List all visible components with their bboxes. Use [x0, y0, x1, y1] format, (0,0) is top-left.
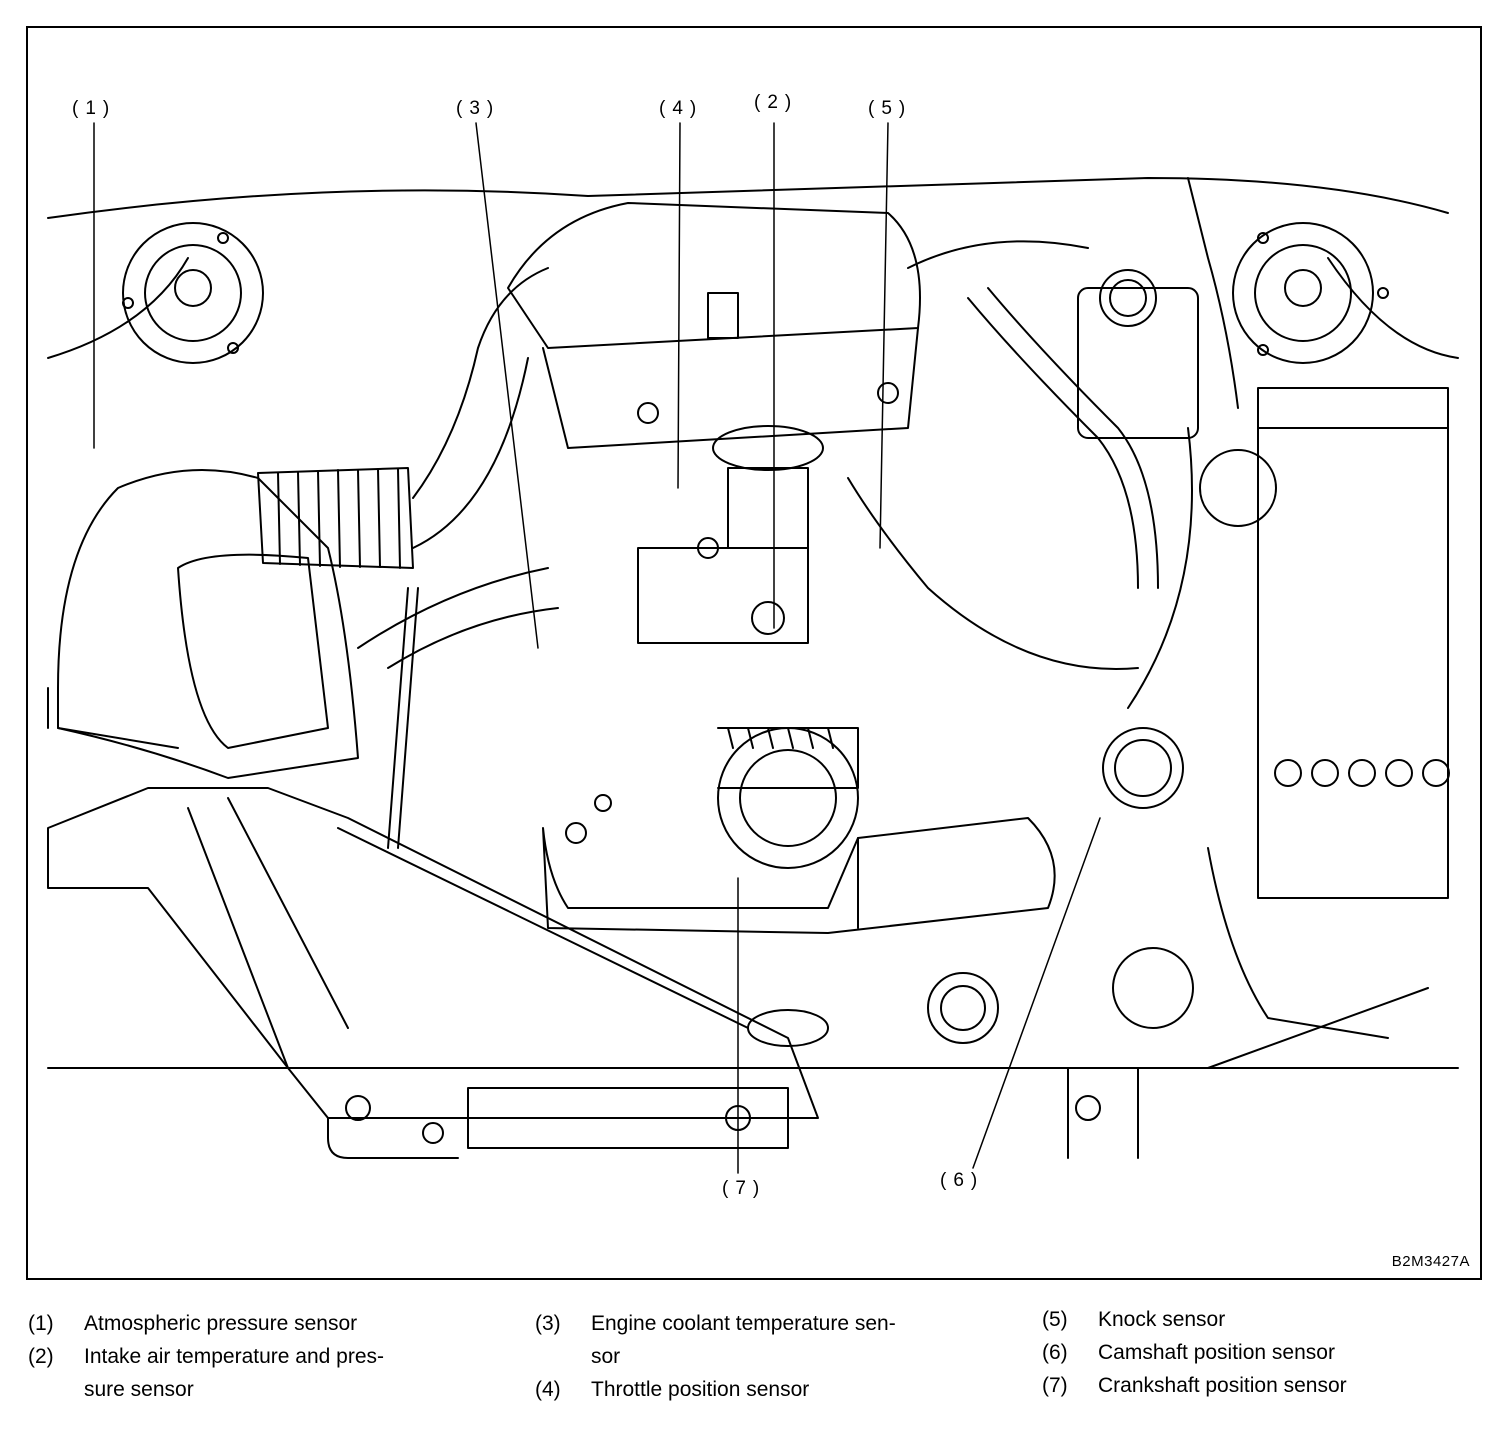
legend-label: Throttle position sensor [591, 1378, 810, 1401]
alternator [717, 727, 859, 869]
callout-6: (6) [940, 1170, 985, 1191]
legend-number: (2) [28, 1345, 54, 1368]
battery [1257, 387, 1450, 899]
legend-number: (7) [1042, 1374, 1068, 1397]
callout-leaders [93, 122, 1101, 1174]
legend-label: Crankshaft position sensor [1098, 1374, 1347, 1397]
hoses [357, 177, 1389, 1039]
left-strut-tower [122, 222, 264, 364]
legend-number: (1) [28, 1312, 54, 1335]
legend-number: (3) [535, 1312, 561, 1335]
throttle-body [637, 425, 824, 644]
reservoir-caps [927, 727, 1194, 1044]
engine-diagram-frame: (1) (2) (3) (4) (5) (6) (7) B2M3427A [26, 26, 1482, 1280]
leader-5 [879, 122, 889, 549]
legend-number: (5) [1042, 1308, 1068, 1331]
sensor-legend: (1) Atmospheric pressure sensor (2) Inta… [0, 1308, 1504, 1418]
right-strut-tower [1232, 222, 1389, 364]
legend-label: Camshaft position sensor [1098, 1341, 1335, 1364]
intake-manifold [507, 202, 921, 449]
figure-code: B2M3427A [1391, 1253, 1470, 1270]
callout-2: (2) [754, 92, 799, 113]
callout-7: (7) [722, 1178, 767, 1199]
legend-label-continued: sure sensor [84, 1378, 194, 1401]
intake-duct [257, 267, 549, 569]
legend-label: Knock sensor [1098, 1308, 1226, 1331]
callout-4: (4) [659, 98, 704, 119]
callout-3: (3) [456, 98, 501, 119]
leader-6 [972, 817, 1101, 1169]
timing-belt-cover [542, 794, 1056, 934]
legend-number: (4) [535, 1378, 561, 1401]
engine-bay-drawing [47, 122, 1459, 1174]
air-cleaner-box [47, 469, 359, 779]
legend-label: Engine coolant temperature sen- [591, 1312, 896, 1335]
legend-label-continued: sor [591, 1345, 621, 1368]
front-crossmember [327, 987, 1429, 1159]
callout-1: (1) [72, 98, 117, 119]
legend-number: (6) [1042, 1341, 1068, 1364]
air-inlet-snorkel [47, 787, 829, 1119]
leader-3 [475, 122, 539, 649]
leader-4 [677, 122, 681, 489]
legend-label: Atmospheric pressure sensor [84, 1312, 358, 1335]
callout-5: (5) [868, 98, 913, 119]
legend-label: Intake air temperature and pres- [84, 1345, 384, 1368]
master-cylinder [1077, 269, 1277, 527]
